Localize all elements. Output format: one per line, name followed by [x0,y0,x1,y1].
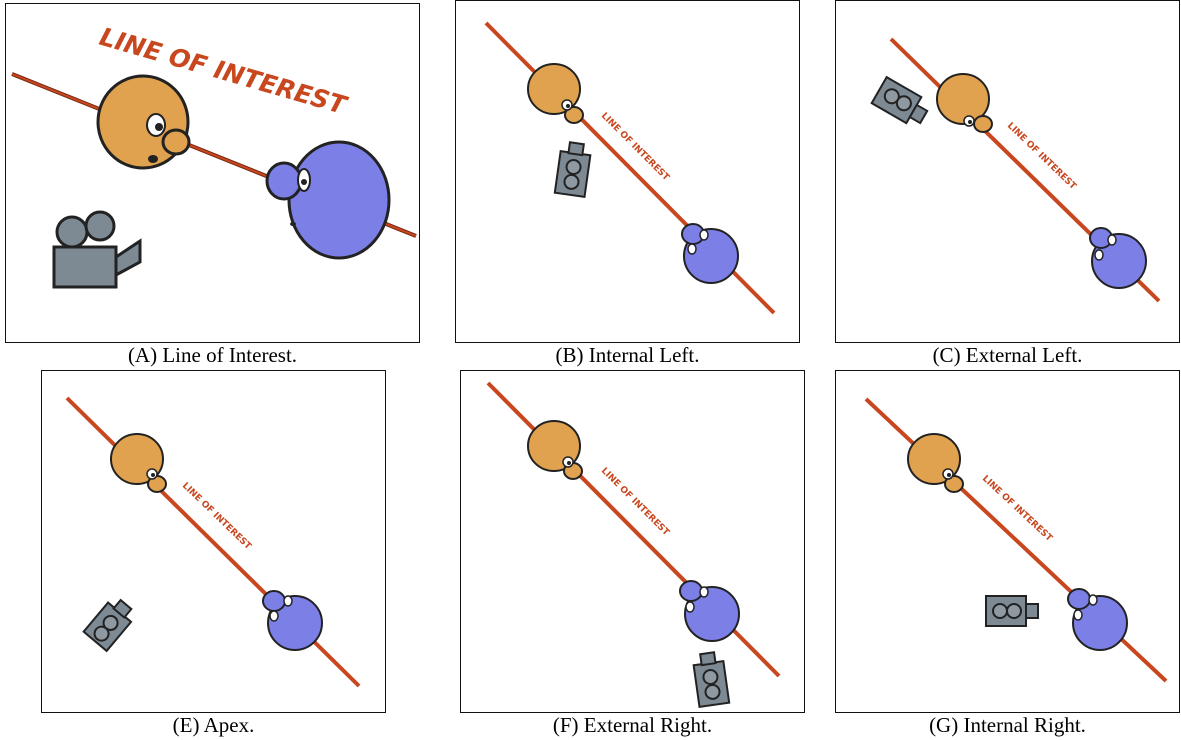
panel-f-frame: LINE OF INTEREST [460,370,805,713]
camera-icon [82,598,133,653]
panel-b-caption: (B) Internal Left. [555,343,700,367]
line-of-interest-label: LINE OF INTEREST [980,474,1055,544]
panel-g-caption: (G) Internal Right. [929,713,1086,737]
panel-a-illustration: LINE OF INTEREST [11,22,417,289]
panel-a: LINE OF INTEREST (A) L [5,3,420,368]
panel-b-illustration: LINE OF INTEREST [484,21,776,315]
orange-character-icon [96,74,191,170]
line-of-interest-label: LINE OF INTEREST [599,466,672,539]
panel-c: LINE OF INTEREST (C) External Left. [835,0,1180,368]
panel-g-illustration: LINE OF INTEREST [864,397,1168,683]
panel-f-illustration: LINE OF INTEREST [486,381,781,708]
orange-character-icon [907,433,964,493]
orange-character-icon [527,63,584,124]
panel-b-frame: LINE OF INTEREST [455,0,800,343]
orange-character-icon [936,73,993,133]
panel-f: LINE OF INTEREST (F) External Right. [460,370,805,738]
panel-c-frame: LINE OF INTEREST [835,0,1180,343]
camera-icon [692,651,731,708]
blue-character-icon [681,223,739,284]
panel-e: LINE OF INTEREST (E) Apex. [41,370,386,738]
blue-character-icon [262,590,323,651]
panel-g-frame: LINE OF INTEREST [835,370,1180,713]
panel-g: LINE OF INTEREST (G) Internal Right. [835,370,1180,738]
blue-character-icon [1089,227,1147,289]
line-of-interest-label: LINE OF INTEREST [1005,121,1079,192]
blue-character-icon [1067,588,1128,651]
line-of-interest-label: LINE OF INTEREST [180,481,254,552]
line-of-interest [486,381,781,678]
panel-a-frame: LINE OF INTEREST [5,3,420,343]
camera-icon [985,595,1039,627]
panel-a-caption: (A) Line of Interest. [127,343,298,367]
panel-c-caption: (C) External Left. [932,343,1083,367]
camera-icon [52,210,142,289]
orange-character-icon [527,420,583,480]
orange-character-icon [110,433,167,493]
panel-e-frame: LINE OF INTEREST [41,370,386,713]
panel-e-illustration: LINE OF INTEREST [65,396,361,688]
camera-icon [870,75,929,125]
camera-icon [553,141,592,198]
panel-b: LINE OF INTEREST (B) Internal Left. [455,0,800,368]
panel-e-caption: (E) Apex. [172,713,255,737]
panel-c-illustration: LINE OF INTEREST [870,37,1161,303]
panel-f-caption: (F) External Right. [552,713,713,737]
blue-character-icon [679,580,740,642]
blue-character-icon [265,140,391,260]
